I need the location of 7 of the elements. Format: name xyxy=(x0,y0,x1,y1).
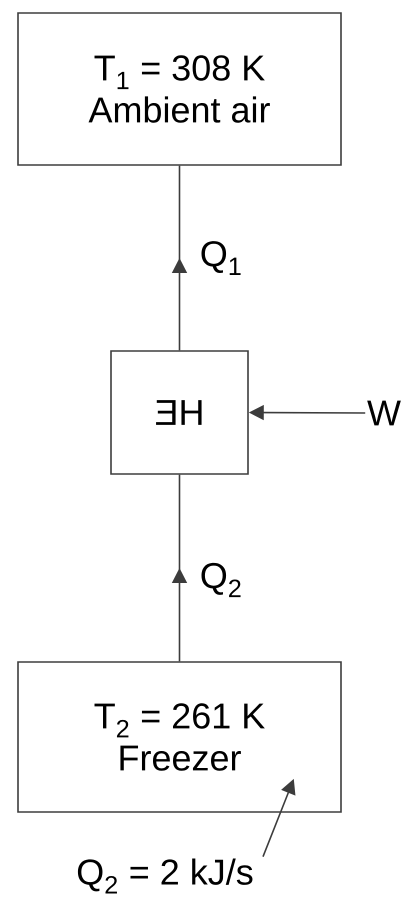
device-box: ƎH xyxy=(110,350,249,475)
edge-label: Q$_{2}$ xyxy=(198,562,244,598)
edge-label: Q$_{1}$ xyxy=(198,240,244,276)
heat-label: Q$_{2}$ = 2 kJ/s xyxy=(78,858,252,894)
reservoir-box: T$_{2}$ = 261 K Freezer xyxy=(17,661,342,813)
reservoir-box: T$_{1}$ = 308 K Ambient air xyxy=(17,12,342,166)
work-label: W xyxy=(367,400,401,426)
